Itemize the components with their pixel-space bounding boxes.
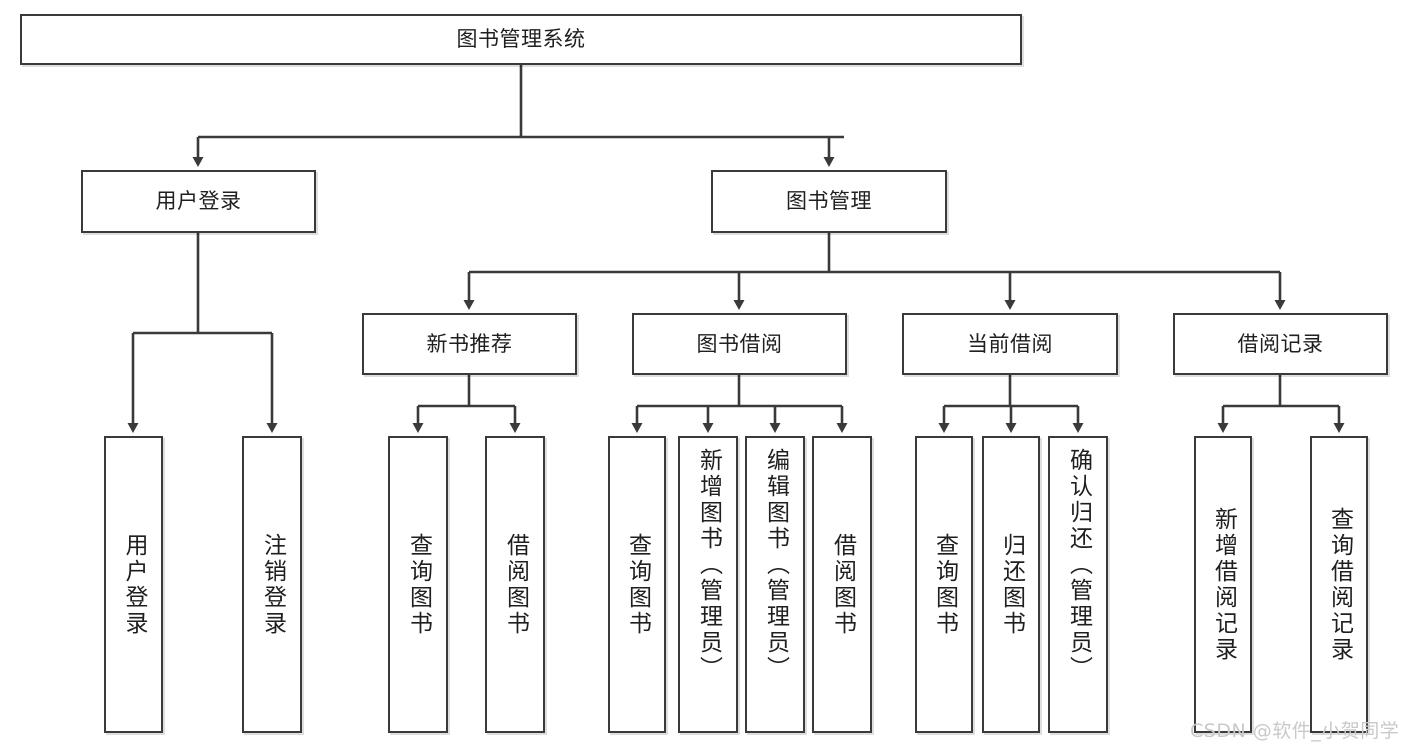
node-leaf-borrow-book-2[interactable]: 借阅图书: [812, 436, 872, 733]
node-leaf-add-borrow-record-label: 新增借阅记录: [1210, 506, 1237, 663]
node-leaf-add-book-admin[interactable]: 新增图书（管理员）: [678, 436, 738, 733]
node-leaf-query-book-3[interactable]: 查询图书: [915, 436, 973, 733]
node-new-book-recommend-label: 新书推荐: [426, 331, 513, 356]
node-leaf-edit-book-admin-label: 编辑图书（管理员）: [762, 448, 789, 682]
node-leaf-return-book-label: 归还图书: [998, 532, 1025, 637]
node-leaf-query-borrow-record-label: 查询借阅记录: [1326, 506, 1353, 663]
node-leaf-query-book-1-label: 查询图书: [405, 532, 432, 637]
node-leaf-borrow-book-2-label: 借阅图书: [829, 532, 856, 637]
node-leaf-query-borrow-record[interactable]: 查询借阅记录: [1310, 436, 1368, 733]
node-leaf-confirm-return-admin[interactable]: 确认归还（管理员）: [1048, 436, 1108, 733]
node-leaf-query-book-3-label: 查询图书: [931, 532, 958, 637]
node-leaf-add-book-admin-label: 新增图书（管理员）: [695, 448, 722, 682]
node-leaf-borrow-book-1[interactable]: 借阅图书: [485, 436, 545, 733]
node-leaf-edit-book-admin[interactable]: 编辑图书（管理员）: [745, 436, 805, 733]
node-borrow-record-label: 借阅记录: [1237, 331, 1324, 356]
node-borrow-record[interactable]: 借阅记录: [1173, 313, 1388, 375]
node-leaf-query-book-1[interactable]: 查询图书: [388, 436, 448, 733]
node-user-login[interactable]: 用户登录: [81, 170, 316, 233]
node-leaf-user-login-label: 用户登录: [121, 532, 147, 637]
node-leaf-return-book[interactable]: 归还图书: [982, 436, 1040, 733]
node-user-login-label: 用户登录: [155, 189, 242, 214]
node-book-borrow[interactable]: 图书借阅: [632, 313, 847, 375]
csdn-watermark: CSDN @软件_小贺同学: [1190, 720, 1400, 742]
node-root[interactable]: 图书管理系统: [20, 14, 1022, 65]
node-leaf-query-book-2[interactable]: 查询图书: [608, 436, 666, 733]
node-leaf-user-logout[interactable]: 注销登录: [242, 436, 302, 733]
node-book-borrow-label: 图书借阅: [696, 331, 783, 356]
node-leaf-query-book-2-label: 查询图书: [624, 532, 651, 637]
node-current-borrow-label: 当前借阅: [967, 331, 1053, 356]
node-leaf-user-logout-label: 注销登录: [259, 532, 286, 637]
node-leaf-add-borrow-record[interactable]: 新增借阅记录: [1194, 436, 1252, 733]
node-leaf-confirm-return-admin-label: 确认归还（管理员）: [1065, 448, 1092, 682]
node-book-management[interactable]: 图书管理: [711, 170, 947, 233]
node-leaf-borrow-book-1-label: 借阅图书: [502, 532, 529, 637]
node-root-label: 图书管理系统: [456, 27, 586, 52]
node-current-borrow[interactable]: 当前借阅: [902, 313, 1118, 375]
node-new-book-recommend[interactable]: 新书推荐: [362, 313, 577, 375]
node-leaf-user-login[interactable]: 用户登录: [104, 436, 163, 733]
node-book-management-label: 图书管理: [786, 189, 872, 214]
